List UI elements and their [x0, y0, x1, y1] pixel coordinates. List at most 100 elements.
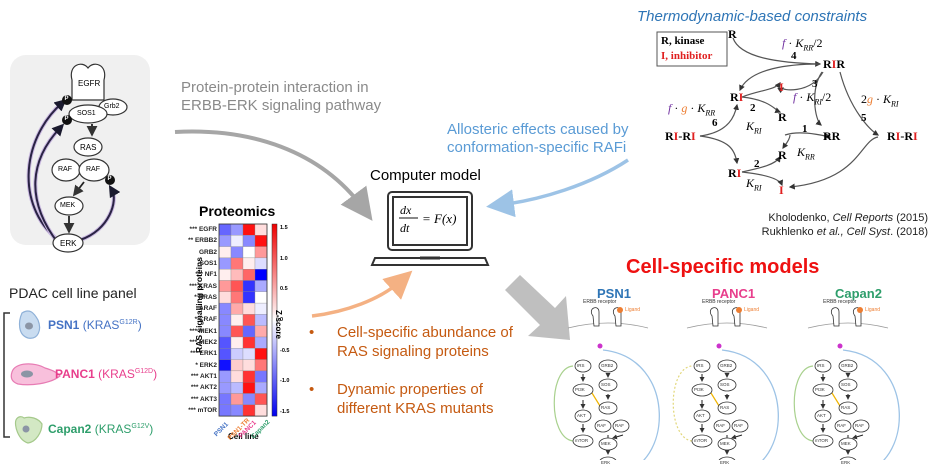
mini-model-label: GRB2 [720, 363, 733, 368]
mini-model-label: IRS [577, 363, 585, 368]
heatmap-row-label: *** ERK1 [190, 350, 217, 358]
mini-model-label: RAF [615, 423, 624, 428]
model-title-capan2: Capan2 [835, 286, 882, 301]
mini-model-label: RAF [716, 423, 725, 428]
species-RI-top: RI [730, 90, 743, 105]
heatmap-cell [254, 325, 268, 338]
equation-denominator: dt [400, 221, 410, 235]
cell-line-mutation: (KRASG12V) [94, 422, 154, 436]
mini-model-label: RAF [837, 423, 846, 428]
input-bullet-2-line2: different KRAS mutants [337, 400, 494, 417]
heatmap-cell [242, 348, 256, 360]
pathway-node [612, 419, 630, 433]
heatmap-cell [230, 223, 244, 236]
mini-model-label: GRB2 [841, 363, 854, 368]
pathway-node [598, 359, 618, 373]
erk-feedback-loop [721, 349, 779, 460]
s: RI [754, 183, 762, 193]
heatmap-cell [218, 336, 232, 349]
s: RI [754, 126, 762, 136]
cell-line-mutation: (KRASG12D) [98, 367, 158, 381]
mini-model-label: AKT [577, 413, 586, 418]
mini-model-label: MEK [841, 441, 851, 446]
receptor-icon [831, 307, 840, 327]
laptop-icon [370, 191, 490, 266]
mtor-feedback-loop [793, 365, 814, 442]
mini-model-label: Ligand [744, 307, 760, 313]
heatmap-title: Proteomics [199, 203, 276, 219]
heatmap-cell [230, 291, 244, 304]
heatmap-row-label: *** AKT3 [190, 395, 217, 403]
heatmap-cell [218, 246, 232, 259]
s: R [823, 57, 832, 71]
s: · [674, 101, 679, 115]
mini-model-label: Ligand [865, 307, 881, 313]
heatmap-row-label: *** KRAS [189, 282, 217, 290]
mini-model-label: SOS [720, 382, 730, 387]
pathway-node [691, 383, 713, 397]
rate-4: f · KRR/2 [782, 36, 822, 52]
heatmap-cell [218, 325, 232, 338]
pathway-node-mek: MEK [60, 202, 76, 209]
heatmap-cell [242, 325, 256, 338]
pathway-node [812, 383, 834, 397]
s: I [831, 57, 837, 71]
heatmap-cell [254, 314, 268, 326]
species-R-mid: R [778, 110, 787, 124]
heatmap-cell [254, 257, 268, 270]
heatmap-cell [254, 404, 268, 417]
input-bullet-2-line1: Dynamic properties of [337, 381, 483, 398]
s: RR [805, 152, 815, 162]
reaction-3: 3 [812, 78, 818, 90]
ppi-label: Protein-protein interaction in ERBB-ERK … [181, 79, 381, 115]
s: RR [803, 43, 814, 53]
thermo-legend: R, kinase I, inhibitor [661, 34, 712, 64]
mini-model-label: RAF [855, 423, 864, 428]
s: f [782, 36, 786, 50]
cell-models-title: Cell-specific models [626, 256, 820, 278]
computer-model-title: Computer model [370, 167, 481, 184]
allosteric-to-model-arrow [486, 158, 629, 218]
colorbar-tick: 0 [280, 317, 284, 324]
phospho-icon [597, 343, 603, 349]
raf-node-2 [78, 158, 110, 182]
heatmap-cell [254, 359, 268, 372]
s: I [738, 90, 744, 104]
s: RI [891, 99, 899, 109]
phospho-icon [837, 343, 843, 349]
mini-model-label: PI3K [575, 387, 585, 392]
reaction-4: 4 [791, 50, 797, 62]
bullet-icon: • [309, 381, 315, 398]
s: I [673, 129, 679, 143]
s: 2 [861, 92, 867, 106]
s: KRAS [102, 367, 135, 381]
species-RR: RR [823, 129, 841, 143]
species-I-low: I [779, 183, 784, 197]
mini-model-label: GRB2 [601, 363, 614, 368]
pathway-node-sos1: SOS1 [77, 110, 96, 117]
heatmap-cell [230, 348, 244, 360]
pathway-node [598, 437, 618, 451]
pathway-node [838, 401, 858, 415]
pathway-node [594, 419, 612, 433]
ligand-icon [736, 307, 742, 313]
membrane [686, 322, 768, 329]
input-bullet-1-line1: Cell-specific abundance of [337, 324, 513, 341]
cell-line-capan2: Capan2 (KRASG12V) [48, 422, 153, 436]
mini-model-label: RAF [734, 423, 743, 428]
pathway-node-egfr: EGFR [78, 79, 101, 88]
reaction-2-top: 2 [750, 102, 756, 114]
s: R [887, 129, 896, 143]
pathway-arrows [63, 124, 98, 234]
heatmap-cell [242, 393, 256, 405]
mini-model-label: ERK [720, 460, 730, 465]
mini-model-label: SOS [601, 382, 611, 387]
s: R [730, 90, 739, 104]
heatmap-row-label: *** AKT1 [190, 372, 217, 380]
receptor-icon [591, 307, 600, 327]
heatmap-cell [242, 269, 256, 281]
heatmap-cell [230, 235, 244, 247]
heatmap-cell [242, 257, 256, 270]
phospho-egfr [62, 95, 72, 105]
s: · [690, 101, 695, 115]
